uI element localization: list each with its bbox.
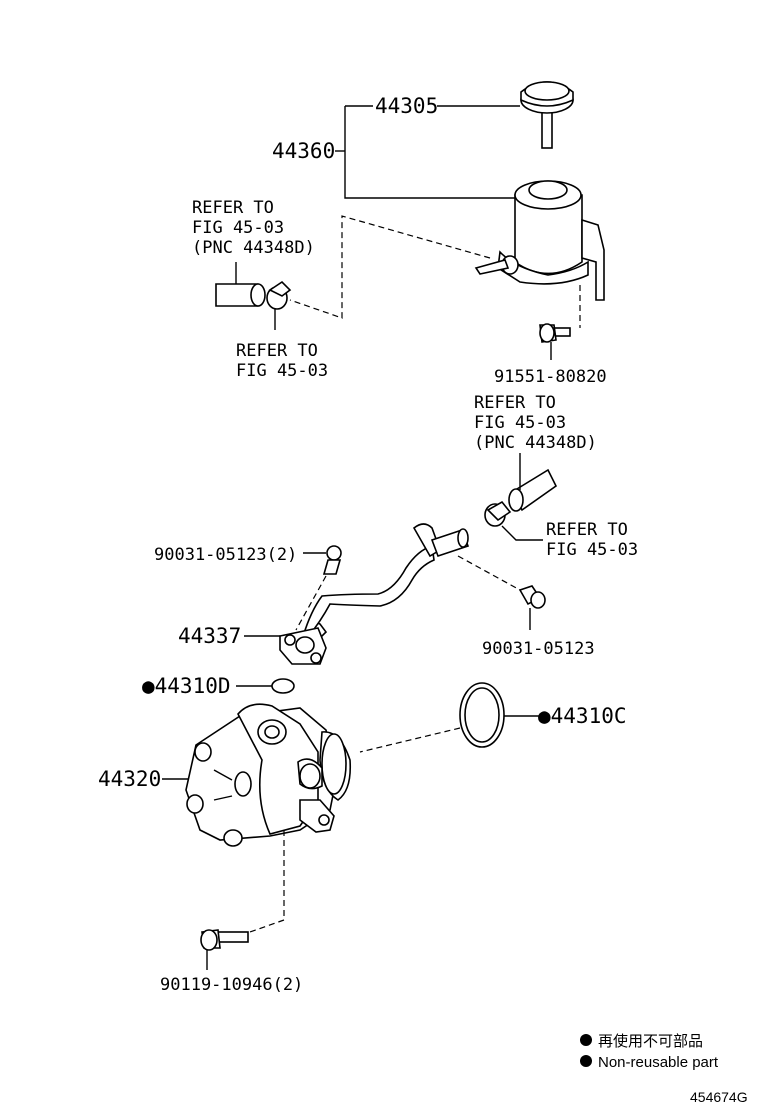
svg-text:FIG 45-03: FIG 45-03 xyxy=(236,361,328,381)
label-90031-05123-pair: 90031-05123(2) xyxy=(154,545,297,565)
svg-text:REFER TO: REFER TO xyxy=(236,341,318,361)
legend-jp: 再使用不可部品 xyxy=(598,1033,703,1050)
o-ring-44310d xyxy=(236,678,295,694)
bolt-90031-05123 xyxy=(518,585,546,630)
diagram-code: 454674G xyxy=(690,1089,748,1105)
bolt-90119-10946 xyxy=(200,929,249,970)
svg-text:(PNC 44348D): (PNC 44348D) xyxy=(192,238,315,258)
svg-text:FIG 45-03: FIG 45-03 xyxy=(546,540,638,560)
label-91551-80820: 91551-80820 xyxy=(494,367,607,387)
label-44305: 44305 xyxy=(375,94,438,118)
legend-en: Non-reusable part xyxy=(598,1054,719,1071)
lower-hose-clamp xyxy=(484,500,543,541)
svg-text:REFER TO: REFER TO xyxy=(546,520,628,540)
label-44337: 44337 xyxy=(178,624,241,648)
label-90119-10946: 90119-10946(2) xyxy=(160,975,303,995)
svg-text:(PNC 44348D): (PNC 44348D) xyxy=(474,433,597,453)
label-44310d: ●44310D xyxy=(142,674,231,698)
suction-pipe xyxy=(244,523,470,665)
bolt-90031-05123-pair xyxy=(295,545,342,631)
vane-pump xyxy=(162,703,352,847)
svg-text:REFER TO: REFER TO xyxy=(474,393,556,413)
reservoir-tank xyxy=(474,180,605,301)
label-90031-05123: 90031-05123 xyxy=(482,639,595,659)
upper-hose-clamp xyxy=(266,280,292,330)
label-44320: 44320 xyxy=(98,767,161,791)
upper-return-hose xyxy=(215,262,266,307)
refer-note-lower-clamp: REFER TO FIG 45-03 xyxy=(546,520,638,560)
o-ring-44310c xyxy=(459,682,540,748)
svg-text:REFER TO: REFER TO xyxy=(192,198,274,218)
legend-bullet-icon xyxy=(580,1055,592,1067)
svg-text:FIG 45-03: FIG 45-03 xyxy=(474,413,566,433)
label-44360: 44360 xyxy=(272,139,335,163)
refer-note-upper-clamp: REFER TO FIG 45-03 xyxy=(236,341,328,381)
reservoir-cap xyxy=(520,81,574,149)
label-44310c: ●44310C xyxy=(538,704,627,728)
refer-note-upper-hose: REFER TO FIG 45-03 (PNC 44348D) xyxy=(192,198,315,258)
refer-note-lower-hose: REFER TO FIG 45-03 (PNC 44348D) xyxy=(474,393,597,453)
lower-return-hose xyxy=(508,453,558,512)
svg-text:FIG 45-03: FIG 45-03 xyxy=(192,218,284,238)
legend: 再使用不可部品 Non-reusable part xyxy=(580,1033,719,1071)
legend-bullet-icon xyxy=(580,1034,592,1046)
bolt-91551-80820 xyxy=(539,285,581,360)
